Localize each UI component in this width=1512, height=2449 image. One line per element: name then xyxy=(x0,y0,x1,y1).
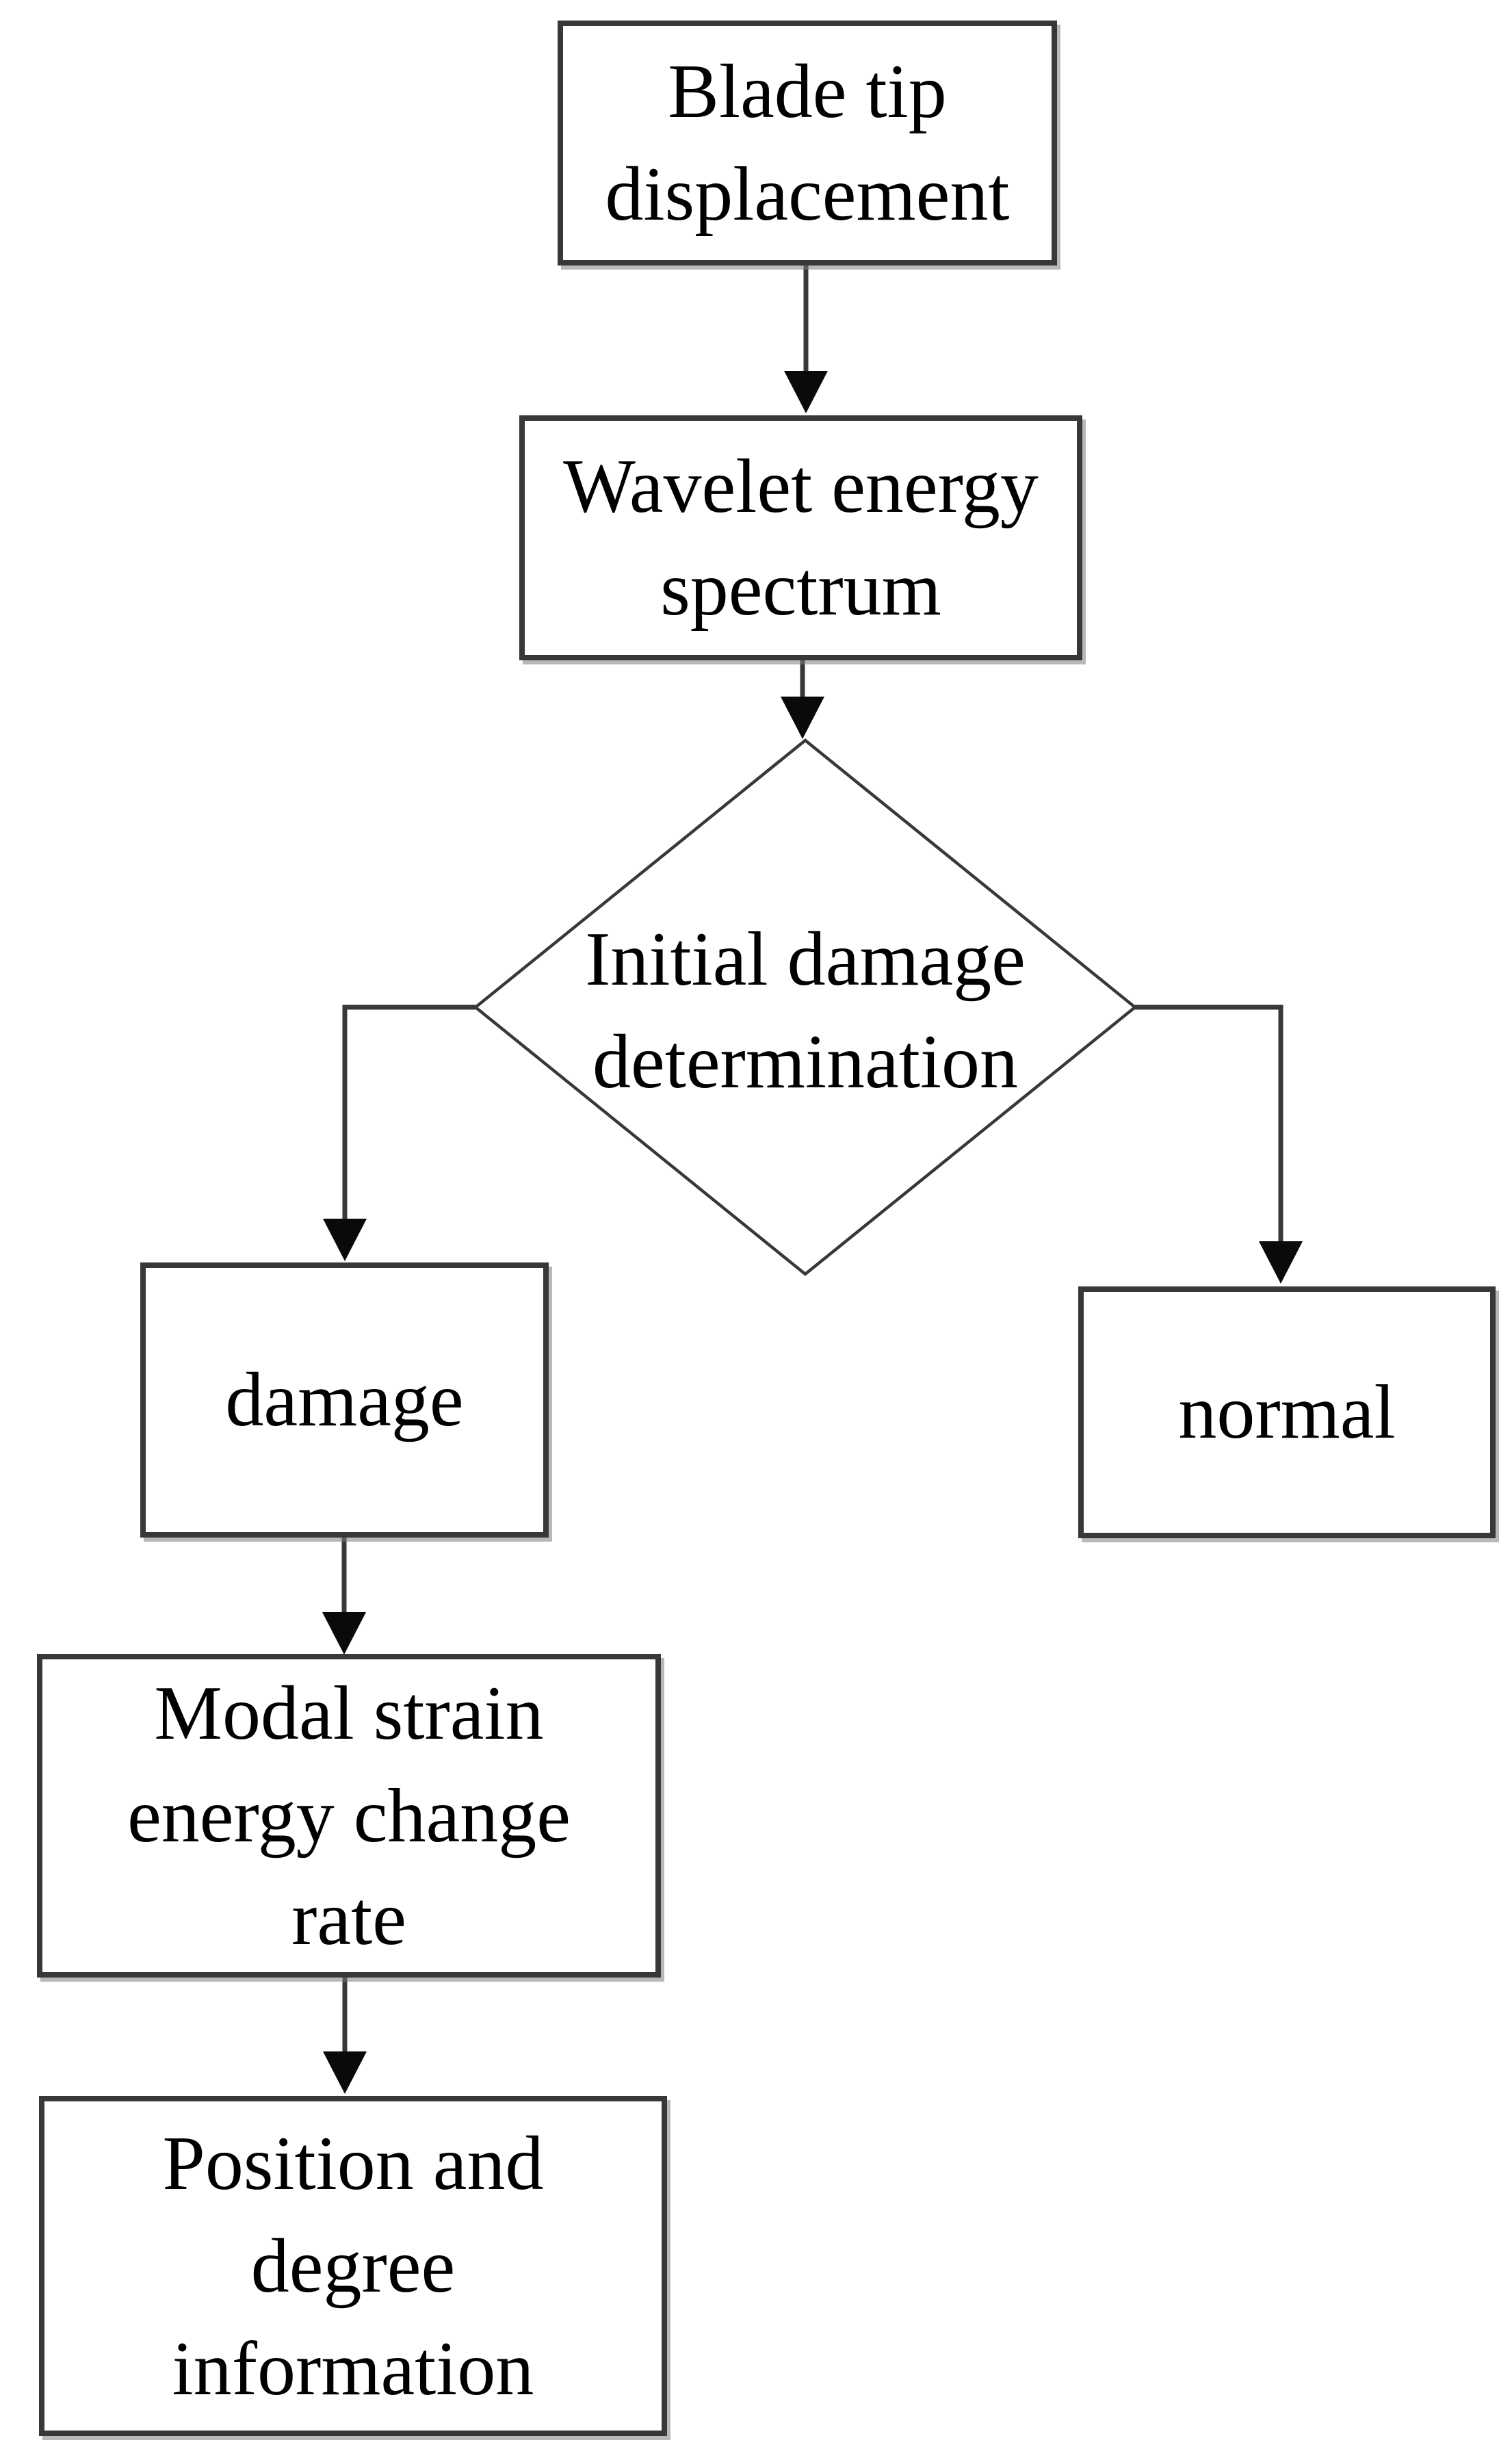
node-text-line: degree xyxy=(250,2223,456,2309)
edge-damage-to-modal xyxy=(322,1538,366,1655)
node-text-line: Modal strain xyxy=(154,1670,544,1756)
node-text-line: Initial damage xyxy=(585,917,1026,1002)
arrowhead-down-icon xyxy=(1259,1241,1303,1284)
edge-wavelet-to-decision xyxy=(781,660,824,739)
arrowhead-down-icon xyxy=(322,1612,366,1655)
node-text-line: spectrum xyxy=(660,547,941,632)
node-text-line: rate xyxy=(291,1876,406,1961)
node-text-line: information xyxy=(172,2326,534,2411)
node-text-line: damage xyxy=(225,1358,464,1442)
node-wavelet-energy-spectrum: Wavelet energy spectrum xyxy=(519,415,1082,660)
node-initial-damage-determination: Initial damage determination xyxy=(532,905,1079,1117)
edge-decision-to-damage xyxy=(323,1005,475,1261)
edge-blade-tip-to-wavelet xyxy=(784,265,828,413)
edge-decision-to-normal xyxy=(1135,1005,1303,1284)
node-text-line: displacement xyxy=(605,152,1010,237)
node-text-line: Position and xyxy=(162,2121,544,2206)
node-text-line: determination xyxy=(592,1020,1018,1104)
node-modal-strain-energy-change-rate: Modal strain energy change rate xyxy=(37,1654,661,1978)
node-text-line: Wavelet energy xyxy=(563,444,1039,529)
node-text-line: Blade tip xyxy=(668,49,947,134)
node-damage: damage xyxy=(140,1262,549,1538)
arrowhead-down-icon xyxy=(323,2051,367,2094)
node-normal: normal xyxy=(1078,1286,1496,1538)
arrowhead-down-icon xyxy=(784,371,828,413)
node-text-line: energy change xyxy=(127,1773,571,1858)
node-position-and-degree-information: Position and degree information xyxy=(39,2096,667,2436)
edge-line xyxy=(1135,1005,1283,1244)
edge-line xyxy=(342,1005,475,1221)
arrowhead-down-icon xyxy=(323,1219,367,1261)
decision-diamond-shape xyxy=(473,738,1138,1276)
arrowhead-down-icon xyxy=(781,697,824,739)
node-text-line: normal xyxy=(1178,1370,1396,1455)
edge-modal-to-position xyxy=(323,1978,367,2094)
node-blade-tip-displacement: Blade tip displacement xyxy=(558,21,1057,265)
